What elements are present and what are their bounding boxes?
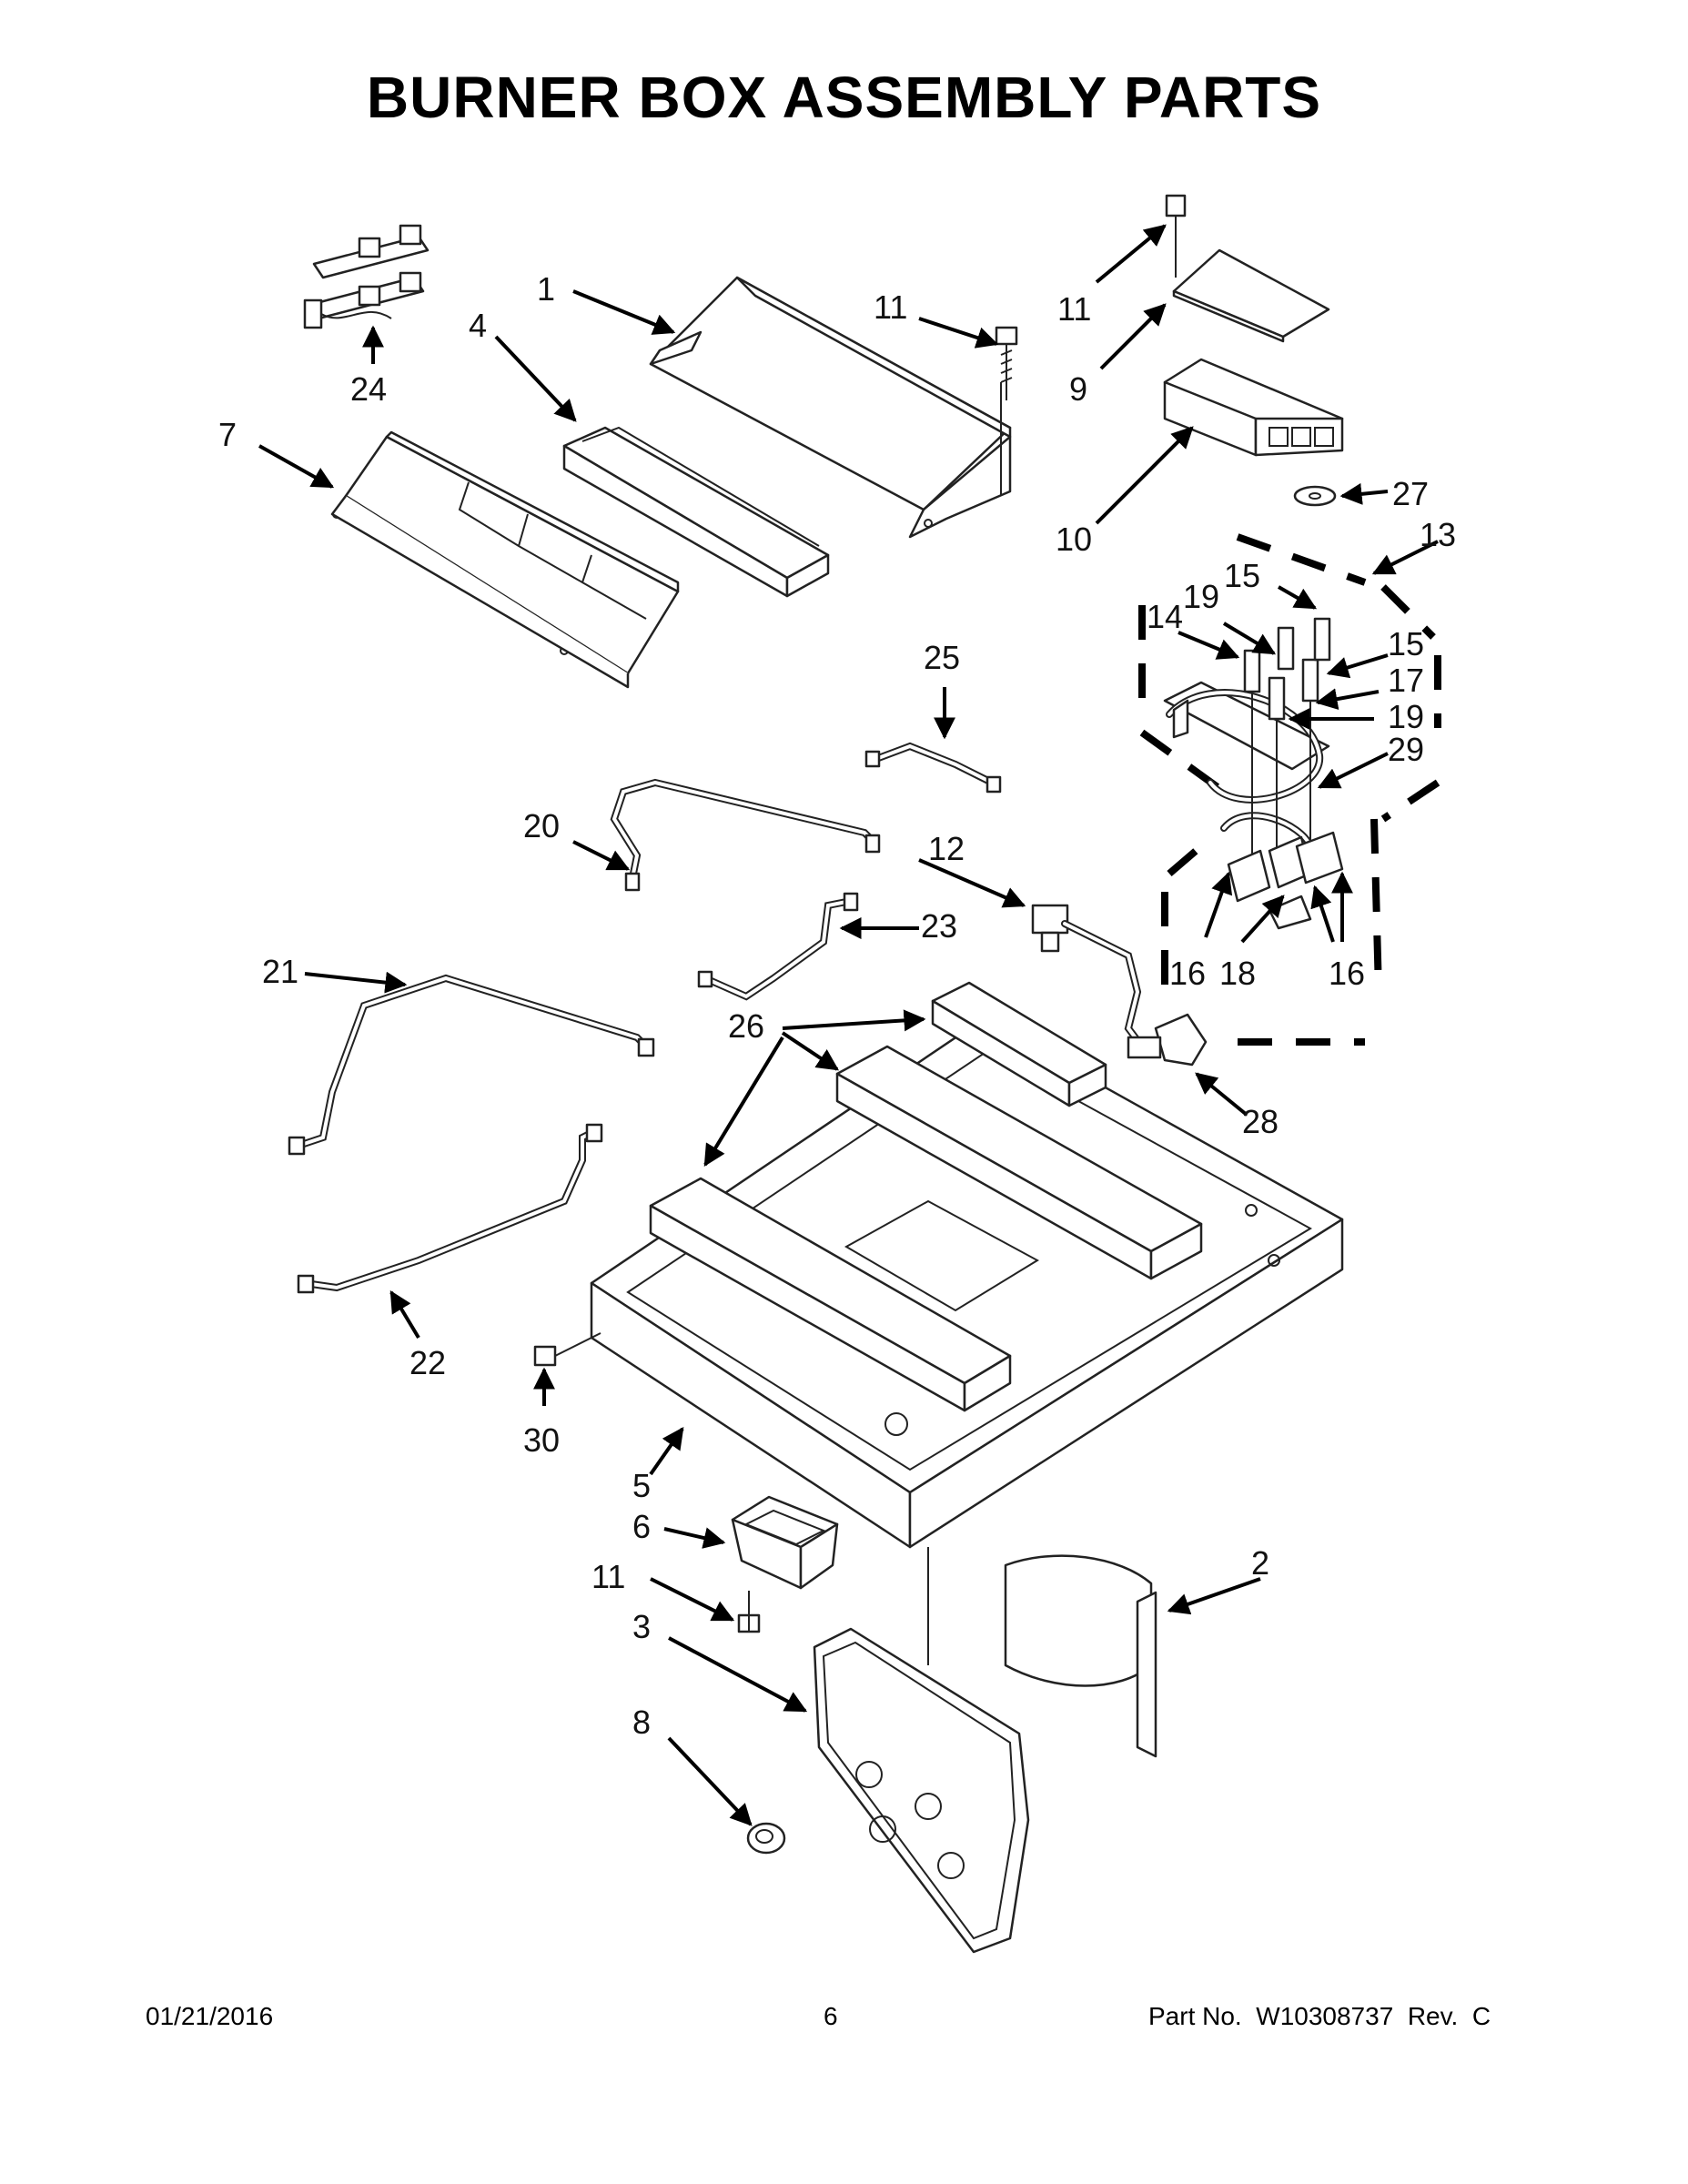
part-27-grommet xyxy=(1293,485,1337,507)
callout-11a: 11 xyxy=(874,288,907,326)
part-7-bracket xyxy=(330,430,680,689)
part-11-screw-top xyxy=(1165,194,1187,278)
part-9-cover-plate xyxy=(1172,248,1330,343)
callout-20: 20 xyxy=(523,807,560,844)
part-24-harness xyxy=(303,224,430,329)
part-1-rear-panel xyxy=(649,276,1012,539)
callout-14: 14 xyxy=(1147,598,1183,635)
callout-2: 2 xyxy=(1251,1544,1269,1582)
part-5-burner-box xyxy=(590,1017,1344,1549)
callout-24: 24 xyxy=(350,370,387,408)
callout-23: 23 xyxy=(921,907,957,945)
callout-26: 26 xyxy=(728,1007,764,1045)
leader-arrows xyxy=(258,224,1439,1826)
callout-10: 10 xyxy=(1056,521,1092,558)
callout-30: 30 xyxy=(523,1421,560,1459)
part-23-tube xyxy=(697,892,859,1001)
callout-28: 28 xyxy=(1242,1103,1279,1140)
callout-labels: 1 4 7 24 11 11 9 10 27 13 15 19 14 15 17… xyxy=(218,270,1456,1741)
callout-21: 21 xyxy=(262,953,298,990)
callout-11b: 11 xyxy=(1057,290,1091,328)
part-12-gas-line xyxy=(1031,904,1146,1050)
callout-16b: 16 xyxy=(1329,955,1365,992)
page-title: BURNER BOX ASSEMBLY PARTS xyxy=(366,65,1322,130)
callout-6: 6 xyxy=(632,1508,651,1545)
part-30-screw xyxy=(533,1332,601,1367)
callout-5: 5 xyxy=(632,1467,651,1504)
part-13-manifold-group xyxy=(1138,533,1441,1046)
footer-part-number: Part No. W10308737 Rev. C xyxy=(1148,2002,1491,2030)
part-21-tube xyxy=(288,974,655,1156)
part-11-screw-lower xyxy=(737,1591,761,1633)
callout-11c: 11 xyxy=(591,1558,625,1595)
part-3-cover xyxy=(813,1627,1030,1954)
callout-25: 25 xyxy=(924,639,960,676)
part-25-tube xyxy=(864,742,1002,794)
callout-3: 3 xyxy=(632,1608,651,1645)
callout-16a: 16 xyxy=(1169,955,1206,992)
callout-4: 4 xyxy=(469,307,487,344)
callout-15b: 15 xyxy=(1388,625,1424,662)
callout-7: 7 xyxy=(218,416,237,453)
callout-8: 8 xyxy=(632,1704,651,1741)
part-26-channels xyxy=(649,981,1203,1412)
part-4-channel xyxy=(562,426,830,598)
part-8-plug xyxy=(746,1822,786,1855)
part-2-shield xyxy=(1004,1554,1157,1758)
callout-13: 13 xyxy=(1420,516,1456,553)
callout-19b: 19 xyxy=(1388,698,1424,735)
callout-29: 29 xyxy=(1388,731,1424,768)
part-6-junction-box xyxy=(731,1495,839,1590)
callout-19a: 19 xyxy=(1183,578,1219,615)
part-10-terminal-block xyxy=(1163,358,1344,457)
callout-22: 22 xyxy=(409,1344,446,1381)
part-20-tube xyxy=(610,778,881,892)
callout-27: 27 xyxy=(1392,475,1429,512)
footer-date: 01/21/2016 xyxy=(146,2002,274,2030)
callout-17: 17 xyxy=(1388,662,1424,699)
callout-12: 12 xyxy=(928,830,965,867)
part-11-screw-upper xyxy=(995,326,1018,400)
part-28-valve xyxy=(1127,1013,1208,1067)
callout-18: 18 xyxy=(1219,955,1256,992)
callout-9: 9 xyxy=(1069,370,1087,408)
callout-1: 1 xyxy=(537,270,555,308)
callout-15a: 15 xyxy=(1224,557,1260,594)
part-22-tube xyxy=(297,1123,603,1294)
footer-page-number: 6 xyxy=(824,2002,838,2030)
